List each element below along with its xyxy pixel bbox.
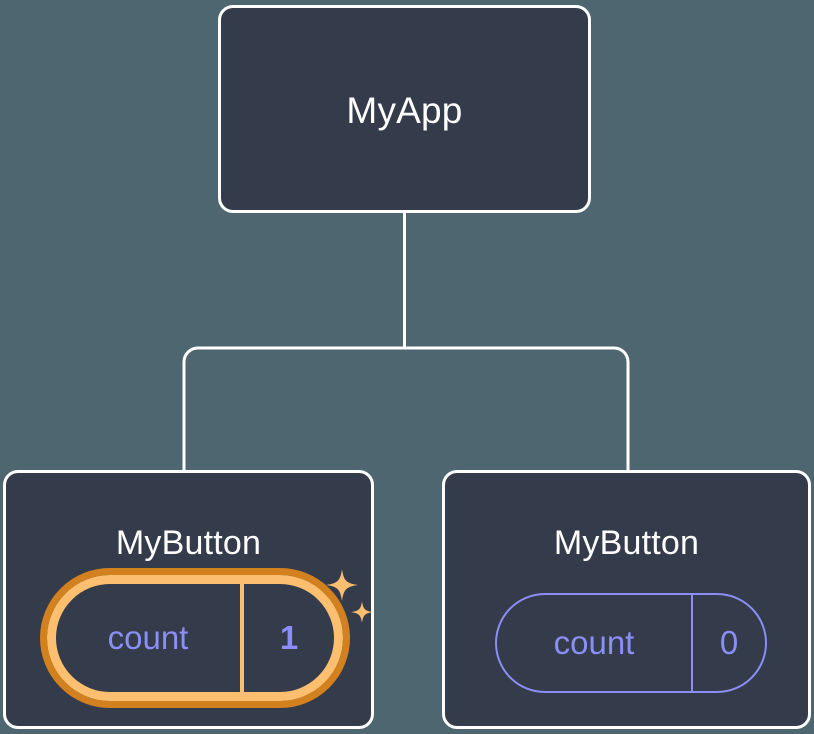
sparkle-small-icon: [351, 601, 373, 623]
node-mybutton-right[interactable]: MyButton count 0: [442, 470, 811, 729]
state-pill-divider-left: [240, 584, 244, 692]
state-pill-left[interactable]: count 1: [40, 568, 350, 708]
state-pill-divider-right: [691, 595, 693, 691]
node-myapp-label: MyApp: [346, 90, 463, 131]
edge-branch-left: [182, 346, 405, 470]
node-myapp[interactable]: MyApp: [218, 5, 591, 213]
edge-branch-right: [404, 346, 630, 470]
node-mybutton-right-label: MyButton: [553, 524, 700, 562]
state-value-right: 0: [719, 624, 739, 661]
state-key-left: count: [107, 619, 189, 656]
node-mybutton-left[interactable]: MyButton count 1: [3, 470, 374, 729]
state-value-left: 1: [279, 619, 299, 656]
state-key-right: count: [553, 624, 635, 661]
node-mybutton-left-label: MyButton: [115, 524, 262, 562]
state-pill-right[interactable]: count 0: [495, 593, 767, 693]
